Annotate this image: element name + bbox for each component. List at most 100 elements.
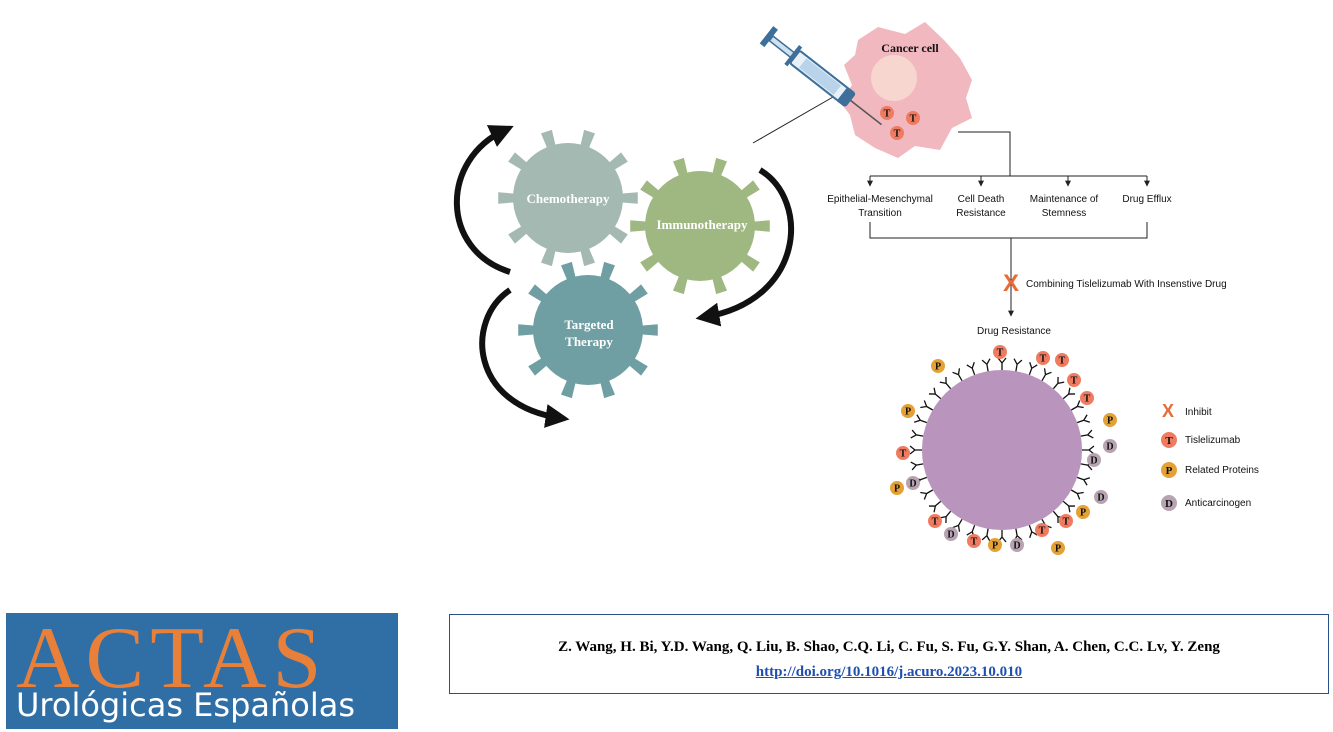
tislelizumab-marker: T — [1036, 351, 1050, 365]
svg-text:T: T — [900, 449, 907, 460]
receptor-icon — [981, 528, 991, 542]
receptor-icon — [913, 414, 928, 424]
svg-text:T: T — [910, 114, 917, 125]
receptor-icon — [928, 500, 942, 513]
cycle-arrow-left-bottom — [479, 287, 570, 428]
receptor-icon — [1076, 414, 1091, 424]
diagram-canvas: Chemotherapy Immunotherapy Targeted Ther… — [453, 22, 1259, 555]
journal-logo-title: ACTAS — [16, 613, 328, 707]
receptor-icon — [1013, 358, 1023, 372]
receptor-icon — [981, 358, 991, 372]
svg-text:T: T — [971, 537, 978, 548]
tislelizumab-marker: T — [1080, 391, 1094, 405]
tislelizumab-marker: T — [967, 534, 981, 548]
gear-targeted-therapy: Targeted Therapy — [518, 261, 658, 399]
journal-logo: ACTAS Urológicas Españolas — [6, 613, 398, 729]
receptor-icon — [910, 461, 924, 471]
svg-text:T: T — [932, 517, 939, 528]
related-protein-marker: P — [988, 538, 1002, 552]
gear-label-targeted-1: Targeted — [564, 317, 614, 332]
cancer-cell-t-marker: T — [890, 126, 904, 140]
legend-related-proteins-label: Related Proteins — [1185, 465, 1259, 476]
citation-box: Z. Wang, H. Bi, Y.D. Wang, Q. Liu, B. Sh… — [449, 614, 1329, 694]
svg-text:P: P — [1166, 465, 1173, 477]
drug-resistance-label: Drug Resistance — [977, 326, 1051, 337]
svg-text:T: T — [997, 348, 1004, 359]
receptor-icon — [1070, 400, 1084, 411]
legend-inhibit-icon: X — [1162, 401, 1174, 421]
receptor-icon — [1028, 524, 1038, 539]
related-protein-marker: P — [890, 481, 904, 495]
legend-tislelizumab-label: Tislelizumab — [1185, 435, 1241, 446]
tislelizumab-marker: T — [896, 446, 910, 460]
receptor-icon — [1080, 429, 1094, 439]
receptor-icon — [920, 489, 934, 500]
receptor-icon — [1062, 387, 1076, 400]
receptor-icon — [1052, 376, 1065, 390]
svg-text:D: D — [1106, 442, 1113, 453]
svg-text:P: P — [894, 484, 900, 495]
receptor-icon — [928, 387, 942, 400]
cancer-cell: Cancer cell — [840, 22, 972, 158]
cancer-cell-t-marker: T — [880, 106, 894, 120]
cycle-arrow-left-top — [453, 125, 514, 275]
svg-text:T: T — [894, 129, 901, 140]
tislelizumab-marker: T — [1035, 523, 1049, 537]
receptor-icon — [1041, 368, 1052, 382]
journal-logo-subtitle: Urológicas Españolas — [16, 686, 356, 724]
receptor-icon — [1076, 476, 1091, 486]
receptor-icon — [1070, 489, 1084, 500]
mechanism-emt-line2: Transition — [858, 208, 902, 219]
related-protein-marker: P — [931, 359, 945, 373]
cycle-arrow-right — [695, 167, 794, 327]
anticarcinogen-marker: D — [906, 476, 920, 490]
svg-text:D: D — [1165, 498, 1173, 510]
gear-immunotherapy: Immunotherapy — [630, 157, 770, 295]
svg-text:P: P — [935, 362, 941, 373]
receptor-icon — [997, 357, 1007, 370]
mechanism-emt-line1: Epithelial-Mesenchymal — [827, 194, 933, 205]
mechanism-stemness-line2: Stemness — [1042, 208, 1086, 219]
receptor-icon — [920, 400, 934, 411]
mechanism-drug-efflux: Drug Efflux — [1122, 194, 1171, 205]
mechanism-cdr-line2: Resistance — [956, 208, 1006, 219]
receptor-icon — [939, 376, 952, 390]
gear-label-chemotherapy: Chemotherapy — [526, 191, 610, 206]
anticarcinogen-marker: D — [1010, 538, 1024, 552]
receptor-icon — [909, 445, 922, 455]
mechanism-stemness-line1: Maintenance of — [1030, 194, 1099, 205]
tislelizumab-marker: T — [928, 514, 942, 528]
related-protein-marker: P — [1076, 505, 1090, 519]
svg-text:T: T — [1059, 356, 1066, 367]
receptor-icon — [952, 518, 963, 532]
svg-text:T: T — [1063, 517, 1070, 528]
gear-label-immunotherapy: Immunotherapy — [656, 217, 748, 232]
arrow-to-cancer-cell — [752, 92, 841, 144]
inhibit-x-icon: X — [1003, 270, 1019, 297]
receptor-icon — [966, 361, 976, 376]
citation-doi-link[interactable]: http://doi.org/10.1016/j.acuro.2023.10.0… — [755, 664, 1023, 680]
anticarcinogen-marker: D — [1094, 490, 1108, 504]
svg-text:D: D — [909, 479, 916, 490]
svg-text:D: D — [1090, 456, 1097, 467]
related-protein-marker: P — [1051, 541, 1065, 555]
tislelizumab-marker: T — [1055, 353, 1069, 367]
legend-anticarcinogen-label: Anticarcinogen — [1185, 498, 1251, 509]
combining-label: Combining Tislelizumab With Insenstive D… — [1026, 279, 1227, 290]
related-protein-marker: P — [901, 404, 915, 418]
receptor-icon — [1028, 361, 1038, 376]
mechanism-cdr-line1: Cell Death — [958, 194, 1005, 205]
svg-text:T: T — [1071, 376, 1078, 387]
cancer-cell-t-marker: T — [906, 111, 920, 125]
anticarcinogen-marker: D — [1087, 453, 1101, 467]
svg-text:T: T — [884, 109, 891, 120]
svg-text:D: D — [947, 530, 954, 541]
legend-inhibit-label: Inhibit — [1185, 407, 1212, 418]
related-protein-marker: P — [1103, 413, 1117, 427]
svg-text:P: P — [905, 407, 911, 418]
svg-text:T: T — [1039, 526, 1046, 537]
svg-text:T: T — [1084, 394, 1091, 405]
receptor-icon — [1062, 500, 1076, 513]
svg-text:P: P — [1055, 544, 1061, 555]
tislelizumab-marker: T — [1059, 514, 1073, 528]
